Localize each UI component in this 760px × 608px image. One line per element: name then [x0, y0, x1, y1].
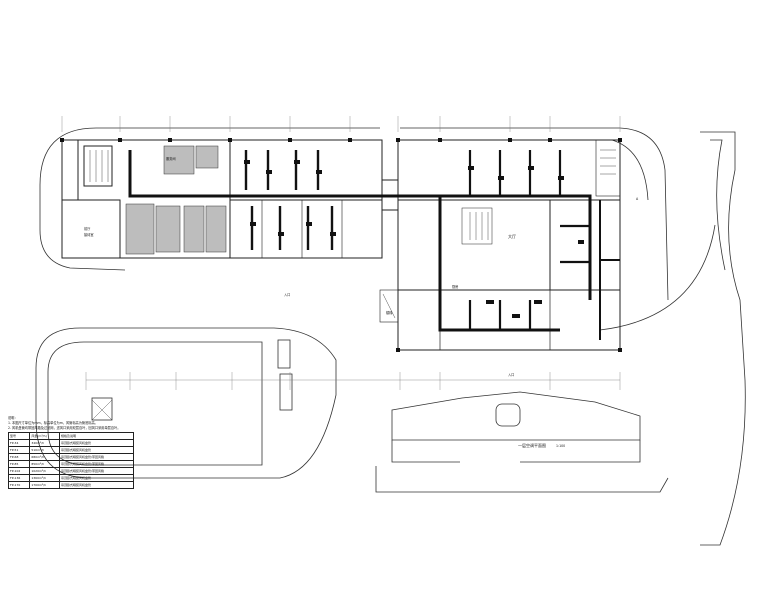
table-row: FP-85 850m³/h 吊顶卧式暗装风机盘管/带回风箱	[7, 460, 135, 468]
table-cell: FP-85	[7, 460, 31, 468]
site-outline	[39, 127, 746, 546]
table-cell: 1020m³/h	[29, 467, 60, 475]
table-cell: 吊顶卧式暗装风机盘管/带回风箱	[58, 453, 135, 461]
equipment-marks	[244, 160, 584, 318]
drawing-title: 一层空调平面图	[518, 442, 546, 448]
entrance-label: 入口	[284, 293, 290, 297]
connector	[382, 179, 398, 211]
table-cell: 吊顶卧式暗装风机盘管	[58, 439, 135, 447]
table-cell: 510m³/h	[29, 446, 60, 454]
parking-area-right	[375, 391, 669, 493]
column-header: 规格及说明	[58, 432, 135, 440]
ductwork	[128, 150, 620, 340]
table-cell: 吊顶卧式暗装风机盘管/带回风箱	[58, 460, 135, 468]
fan-coil-schedule-table: 型号 风量(m³/h) 规格及说明 FP-34 340m³/h 吊顶卧式暗装风机…	[7, 432, 135, 489]
structural-columns	[60, 138, 622, 352]
section-marker: A	[636, 197, 639, 201]
table-cell: 680m³/h	[29, 453, 60, 461]
room-label: 厨房	[452, 284, 458, 289]
table-cell: FP-136	[7, 474, 31, 482]
room-label: 楼梯	[386, 310, 393, 315]
table-cell: 340m³/h	[29, 439, 60, 447]
axis-grid	[61, 116, 621, 390]
hatched-rooms	[125, 145, 227, 255]
table-cell: 吊顶卧式暗装风机盘管	[58, 446, 135, 454]
column-header: 风量(m³/h)	[29, 432, 60, 440]
table-header-row: 型号 风量(m³/h) 规格及说明	[7, 432, 135, 440]
table-cell: 850m³/h	[29, 460, 60, 468]
table-cell: FP-102	[7, 467, 31, 475]
entrance-label: 入口	[508, 373, 514, 377]
notes-header: 说明：	[8, 416, 18, 420]
table-cell: FP-170	[7, 481, 31, 489]
table-row: FP-68 680m³/h 吊顶卧式暗装风机盘管/带回风箱	[7, 453, 135, 461]
left-wing	[61, 139, 383, 259]
table-row: FP-34 340m³/h 吊顶卧式暗装风机盘管	[7, 439, 135, 447]
table-cell: 1700m³/h	[29, 481, 60, 489]
drawing-scale: 1:100	[556, 444, 565, 448]
table-row: FP-136 1360m³/h 吊顶卧式暗装风机盘管	[7, 474, 135, 482]
room-label: 接待室	[84, 232, 94, 237]
notes-line: 1. 本图尺寸单位为mm，标高单位为m，风管标高为管底标高。	[8, 421, 98, 425]
table-row: FP-170 1700m³/h 吊顶卧式暗装风机盘管	[7, 481, 135, 489]
table-row: FP-51 510m³/h 吊顶卧式暗装风机盘管	[7, 446, 135, 454]
room-label: 服务间	[166, 156, 176, 161]
table-cell: 吊顶卧式暗装风机盘管	[58, 474, 135, 482]
room-label: 大厅	[508, 233, 516, 239]
room-label: 前厅	[84, 226, 91, 231]
table-cell: 1360m³/h	[29, 474, 60, 482]
table-cell: FP-68	[7, 453, 31, 461]
table-cell: FP-51	[7, 446, 31, 454]
table-cell: 吊顶卧式暗装风机盘管	[58, 481, 135, 489]
column-header: 型号	[7, 432, 31, 440]
notes-line: 2. 风机盘管均带回风箱及过滤网，送风口采用双层百叶，回风口采用单层百叶。	[8, 426, 121, 430]
design-notes: 说明： 1. 本图尺寸单位为mm，标高单位为m，风管标高为管底标高。 2. 风机…	[8, 416, 134, 431]
table-cell: FP-34	[7, 439, 31, 447]
table-cell: 吊顶卧式暗装风机盘管/带回风箱	[58, 467, 135, 475]
table-row: FP-102 1020m³/h 吊顶卧式暗装风机盘管/带回风箱	[7, 467, 135, 475]
